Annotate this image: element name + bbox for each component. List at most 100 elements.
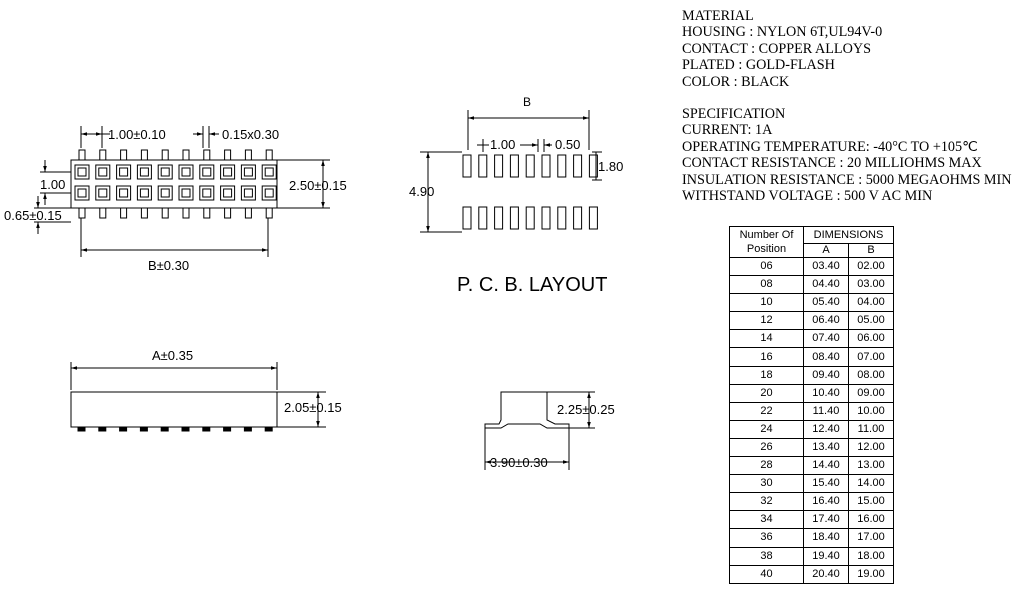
contact-cell-inner [243, 167, 253, 177]
current-line: CURRENT: 1A [682, 122, 773, 139]
side-view [70, 362, 326, 432]
material-title: MATERIAL [682, 8, 754, 24]
top-pin [265, 149, 273, 161]
pcb-layout [420, 110, 602, 233]
position-cell: 24 [729, 419, 804, 439]
contact-cell [261, 185, 277, 201]
withstand-voltage-line: WITHSTAND VOLTAGE : 500 V AC MIN [682, 188, 933, 205]
contact-cell [157, 185, 173, 201]
dimension-b-cell: 04.00 [848, 293, 894, 313]
color-line: COLOR : BLACK [682, 73, 790, 90]
top-pin [203, 149, 211, 161]
contact-cell-inner [160, 188, 170, 198]
specification-title: SPECIFICATION [682, 106, 786, 123]
contact-cell-inner [223, 188, 233, 198]
insulation-resistance-line: INSULATION RESISTANCE : 5000 MEGAOHMS MI… [682, 171, 1012, 188]
top-pin-width-label: 0.15x0.30 [222, 127, 279, 142]
position-header: Number Of Position [729, 226, 804, 258]
contact-cell [95, 164, 111, 180]
end-view-profile [484, 391, 570, 429]
position-cell: 36 [729, 528, 804, 548]
contact-cell-inner [139, 188, 149, 198]
dimension-a-cell: 17.40 [803, 510, 849, 530]
top-pin [182, 149, 190, 161]
dimension-b-cell: 15.00 [848, 492, 894, 512]
top-height-label: 2.50±0.15 [289, 178, 347, 193]
dimension-b-cell: 06.00 [848, 329, 894, 349]
position-cell: 16 [729, 347, 804, 367]
dimension-a-cell: 11.40 [803, 401, 849, 421]
side-pin [98, 426, 107, 432]
position-cell: 28 [729, 456, 804, 476]
position-cell: 26 [729, 437, 804, 458]
dimension-b-cell: 16.00 [848, 510, 894, 530]
contact-cell-inner [202, 188, 212, 198]
position-cell: 40 [729, 564, 804, 584]
pcb-pad [509, 206, 519, 230]
contact-cell [157, 164, 173, 180]
spec-gap [682, 90, 1012, 106]
pcb-pads-upper [462, 154, 598, 178]
position-cell: 08 [729, 275, 804, 295]
dimension-a-cell: 14.40 [803, 456, 849, 476]
contact-cell-inner [264, 167, 274, 177]
dimension-b-cell: 03.00 [848, 275, 894, 295]
side-view-pins [77, 426, 273, 432]
pcb-pad [509, 154, 519, 178]
col-b-header: B [848, 243, 894, 258]
pcb-pad-length-label: 1.80 [598, 159, 623, 174]
contact-cell-inner [98, 167, 108, 177]
dimension-b-cell: 11.00 [848, 419, 894, 439]
dimension-b-cell: 02.00 [848, 256, 894, 277]
contact-cell-inner [181, 188, 191, 198]
dimension-a-cell: 18.40 [803, 528, 849, 548]
contact-cell-inner [202, 167, 212, 177]
pcb-pad [525, 154, 535, 178]
top-pin [244, 149, 252, 161]
contact-cell [220, 164, 236, 180]
contact-cell [116, 185, 132, 201]
dimension-a-cell: 20.40 [803, 564, 849, 584]
side-pin [202, 426, 211, 432]
contact-cell [116, 164, 132, 180]
pcb-pads-lower [462, 206, 598, 230]
dimension-b-cell: 17.00 [848, 528, 894, 548]
side-pin [223, 426, 232, 432]
contact-cell [136, 164, 152, 180]
col-a-header: A [803, 243, 849, 258]
side-pin [77, 426, 86, 432]
contact-cell [199, 164, 215, 180]
top-pin [265, 207, 273, 219]
top-pins-lower [78, 207, 273, 219]
top-view [34, 126, 330, 257]
pcb-b-label: B [523, 95, 531, 109]
top-pin [244, 207, 252, 219]
side-length-label: A±0.35 [152, 348, 193, 363]
end-width-label: 3.90±0.30 [490, 455, 548, 470]
pcb-pad [462, 154, 472, 178]
side-pin [243, 426, 252, 432]
top-pin [99, 207, 107, 219]
top-pin [78, 149, 86, 161]
pcb-pad [462, 206, 472, 230]
dimension-b-cell: 19.00 [848, 564, 894, 584]
pcb-pad [478, 154, 488, 178]
top-pin [161, 207, 169, 219]
top-pin [140, 207, 148, 219]
specification-text: MATERIAL HOUSING : NYLON 6T,UL94V-0 CONT… [682, 8, 1012, 204]
dimension-a-cell: 05.40 [803, 293, 849, 313]
dimension-b-cell: 07.00 [848, 347, 894, 367]
pcb-pad [588, 206, 598, 230]
pcb-pad [478, 206, 488, 230]
dimension-b-cell: 18.00 [848, 546, 894, 566]
contact-cell-inner [77, 188, 87, 198]
position-cell: 12 [729, 311, 804, 331]
